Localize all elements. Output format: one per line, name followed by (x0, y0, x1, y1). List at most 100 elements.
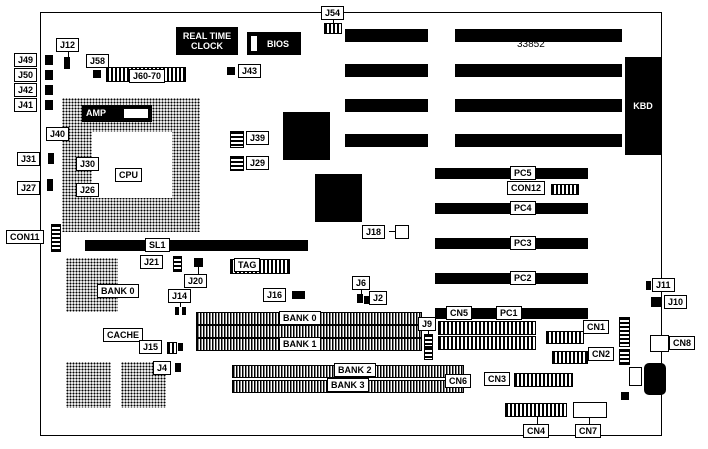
leader-line (389, 231, 395, 232)
con11-header (51, 224, 61, 252)
cn5-header-row2 (438, 336, 536, 350)
isa-slot-1a (345, 29, 428, 42)
j41-jumper (45, 100, 53, 110)
leader-line (589, 416, 590, 424)
isa-slot-4a (345, 134, 428, 147)
jumper-label-j16: J16 (263, 288, 287, 302)
isa-slot-3b (455, 99, 622, 112)
j29-header (230, 156, 244, 171)
pci-label-pc2: PC2 (510, 271, 536, 285)
cn4-header (505, 403, 567, 417)
cn3-header (514, 373, 573, 387)
j18-component (395, 225, 409, 239)
isa-slot-2a (345, 64, 428, 77)
pci-label-pc4: PC4 (510, 201, 536, 215)
jumper-label-j50: J50 (14, 68, 38, 82)
connector-label-cn3: CN3 (484, 372, 511, 386)
j43-jumper (227, 67, 235, 75)
din-connector (644, 363, 666, 395)
bank0-label: BANK 0 (279, 311, 321, 325)
jumper-label-j58: J58 (86, 54, 110, 68)
j12-jumper (64, 57, 70, 69)
j9-header-a (424, 334, 433, 347)
connector-label-cn8: CN8 (669, 336, 696, 350)
j21-header (173, 256, 182, 272)
bios-label: BIOS (266, 38, 289, 49)
j2-jumper (364, 296, 369, 304)
jumper-label-j29: J29 (246, 156, 270, 170)
bank2-label: BANK 2 (334, 363, 376, 377)
j16-jumper (292, 291, 305, 299)
leader-line (333, 19, 334, 23)
edge-component (629, 367, 642, 386)
j15-header (167, 342, 177, 354)
j6-jumper (357, 294, 363, 303)
board-outline (40, 12, 662, 436)
j49-jumper (45, 55, 53, 65)
bank3-label: BANK 3 (327, 378, 369, 392)
rtc-chip: REAL TIME CLOCK (176, 27, 238, 55)
connector-label-con11: CON11 (6, 230, 44, 244)
connector-label-cn6: CN6 (445, 374, 472, 388)
connector-label-cn5: CN5 (446, 306, 473, 320)
jumper-label-j18: J18 (362, 225, 386, 239)
chipset-chip-1 (283, 112, 330, 160)
cpu-label: CPU (115, 168, 143, 182)
j15-jumper (178, 343, 183, 351)
connector-label-cn4: CN4 (523, 424, 550, 438)
edge-header-1 (619, 317, 630, 347)
tag-label: TAG (234, 258, 261, 272)
j4-jumper (175, 363, 181, 372)
pci-label-pc5: PC5 (510, 166, 536, 180)
kbd-block: KBD (625, 57, 661, 155)
cn1-header (546, 331, 584, 344)
jumper-label-j42: J42 (14, 83, 38, 97)
jumper-label-j54: J54 (321, 6, 345, 20)
jumper-label-j40: J40 (46, 127, 70, 141)
j50-jumper (45, 70, 53, 80)
isa-slot-2b (455, 64, 622, 77)
j58-jumper (93, 70, 101, 78)
cn8-component (650, 335, 669, 352)
jumper-label-j9: J9 (418, 317, 437, 331)
chipset-chip-2 (315, 174, 362, 222)
connector-label-cn7: CN7 (575, 424, 602, 438)
sl1-label: SL1 (145, 238, 170, 252)
jumper-label-j15: J15 (139, 340, 163, 354)
j10-jumper (651, 297, 661, 307)
j14-jumper-a (175, 307, 179, 315)
jumper-label-j26: J26 (76, 183, 100, 197)
jumper-label-j43: J43 (238, 64, 262, 78)
connector-label-cn1: CN1 (583, 320, 610, 334)
jumper-label-j21: J21 (140, 255, 164, 269)
jumper-label-j27: J27 (17, 181, 41, 195)
isa-slot-4b (455, 134, 622, 147)
leader-line (68, 52, 69, 57)
leader-line (361, 290, 362, 294)
amp-label: AMP (86, 108, 106, 118)
jumper-label-j60-70: J60-70 (129, 69, 166, 83)
cache-label: CACHE (103, 328, 144, 342)
j31-jumper (48, 153, 54, 164)
jumper-label-j39: J39 (246, 131, 270, 145)
cn7-component (573, 402, 607, 418)
amp-marking: AMP (82, 105, 152, 122)
j42-jumper (45, 85, 53, 95)
rtc-label: REAL TIME CLOCK (182, 31, 232, 51)
j20-jumper (194, 258, 203, 267)
jumper-label-j4: J4 (153, 361, 172, 375)
kbd-label: KBD (633, 101, 653, 111)
jumper-label-j12: J12 (56, 38, 80, 52)
edge-jumper (621, 392, 629, 400)
j54-header (324, 23, 342, 34)
jumper-label-j2: J2 (369, 291, 388, 305)
part-number: 33852 (517, 39, 545, 50)
isa-slot-3a (345, 99, 428, 112)
pci-label-pc3: PC3 (510, 236, 536, 250)
jumper-label-j10: J10 (664, 295, 688, 309)
j11-jumper (646, 281, 651, 290)
bank0-chip-label: BANK 0 (97, 284, 139, 298)
edge-header-2 (619, 349, 630, 365)
cpu-socket-cutout (92, 132, 172, 198)
